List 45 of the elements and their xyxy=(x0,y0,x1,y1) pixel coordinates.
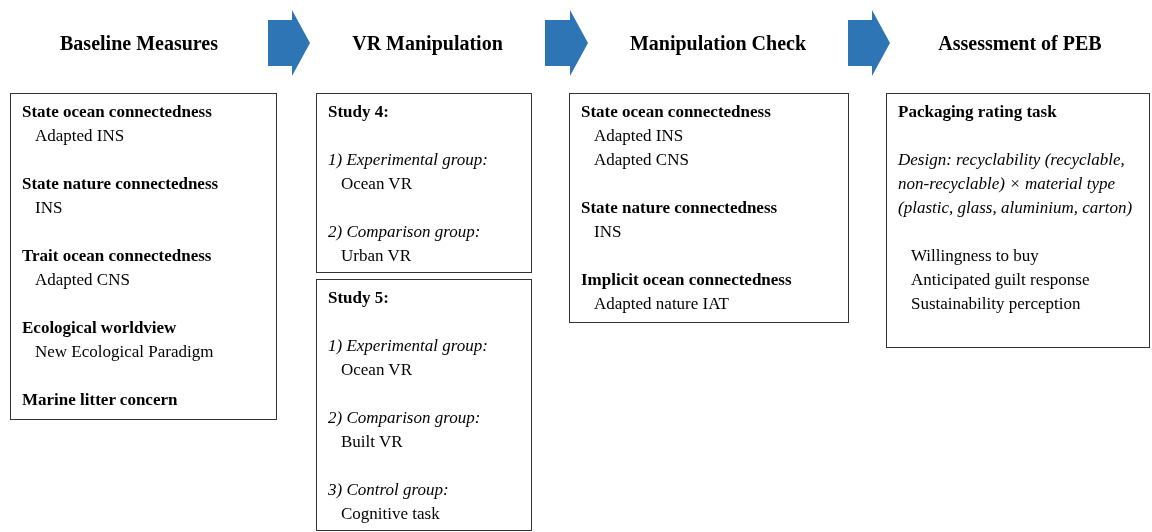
group-label: 1) Experimental group: xyxy=(328,149,488,171)
measure-item: Cognitive task xyxy=(340,503,440,525)
content-box xyxy=(316,93,532,273)
design-note: Design: recyclability (recyclable, non-recyclable) × material type (plastic, glass, aluminium, carton) xyxy=(898,149,1134,219)
measure-item: Built VR xyxy=(340,431,403,453)
block-arrow xyxy=(268,10,310,76)
stage-heading: VR Manipulation xyxy=(352,31,503,55)
section-heading: Ecological worldview xyxy=(22,317,177,339)
content-box xyxy=(10,93,277,420)
section-heading: State ocean connectedness xyxy=(22,101,212,123)
stage-heading: Baseline Measures xyxy=(60,31,218,55)
measure-item: Anticipated guilt response xyxy=(910,269,1090,291)
measure-item: Ocean VR xyxy=(340,359,412,381)
section-heading: State nature connectedness xyxy=(581,197,778,219)
section-heading: Implicit ocean connectedness xyxy=(581,269,792,291)
section-heading: Trait ocean connectedness xyxy=(22,245,212,267)
content-box xyxy=(886,93,1150,348)
measure-item: Urban VR xyxy=(340,245,412,267)
section-heading: Study 4: xyxy=(328,101,389,123)
measure-item: Adapted CNS xyxy=(593,149,689,171)
stage-heading: Manipulation Check xyxy=(629,31,807,55)
measure-item: Ocean VR xyxy=(340,173,412,195)
content-box xyxy=(316,279,532,531)
section-heading: Packaging rating task xyxy=(898,101,1057,123)
section-heading: State ocean connectedness xyxy=(581,101,771,123)
measure-item: Adapted INS xyxy=(34,125,125,147)
block-arrow xyxy=(545,10,588,76)
group-label: 2) Comparison group: xyxy=(328,407,481,429)
section-heading: Marine litter concern xyxy=(22,389,178,411)
measure-item: Sustainability perception xyxy=(910,293,1081,315)
group-label: 2) Comparison group: xyxy=(328,221,481,243)
stage-heading: Assessment of PEB xyxy=(938,31,1102,55)
block-arrow xyxy=(848,10,890,76)
content-box xyxy=(569,93,849,323)
measure-item: INS xyxy=(34,197,63,219)
section-heading: Study 5: xyxy=(328,287,389,309)
measure-item: Adapted CNS xyxy=(34,269,130,291)
measure-item: INS xyxy=(593,221,622,243)
measure-item: Willingness to buy xyxy=(910,245,1039,267)
measure-item: Adapted INS xyxy=(593,125,684,147)
group-label: 3) Control group: xyxy=(328,479,449,501)
measure-item: New Ecological Paradigm xyxy=(34,341,214,363)
group-label: 1) Experimental group: xyxy=(328,335,488,357)
section-heading: State nature connectedness xyxy=(22,173,219,195)
measure-item: Adapted nature IAT xyxy=(593,293,729,315)
